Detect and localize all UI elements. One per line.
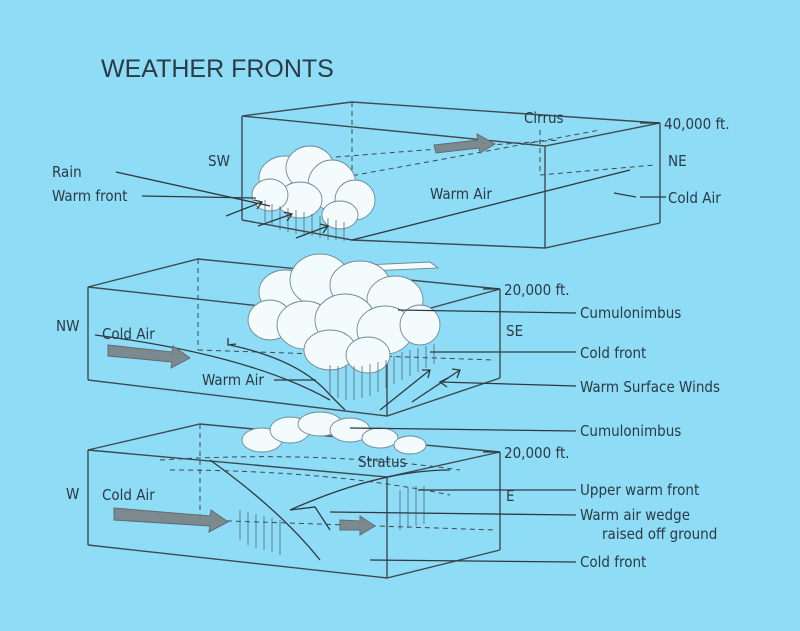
surface-wind-arrows (225, 199, 330, 239)
warm-front-label: Warm front (52, 187, 127, 205)
cirrus-label: Cirrus (524, 109, 564, 127)
direction-e: E (506, 487, 515, 505)
cold-front-label: Cold front (580, 344, 646, 362)
warm-air-arrow-icon (433, 133, 496, 154)
cold-air-label: Cold Air (668, 189, 721, 207)
rain-label: Rain (52, 163, 82, 181)
direction-se: SE (506, 322, 523, 340)
warm-air-label: Warm Air (202, 371, 264, 389)
cumulonimbus-label: Cumulonimbus (580, 422, 681, 440)
stratus-label: Stratus (358, 453, 407, 471)
rain-streaks (239, 486, 425, 555)
rain-streaks (329, 344, 435, 400)
direction-w: W (66, 485, 79, 503)
warm-surface-wind-arrows (379, 368, 461, 411)
warm-front-cloud-icon (251, 145, 376, 230)
warm-air-wedge-arrow-icon (339, 515, 376, 536)
cold-air-label: Cold Air (102, 486, 155, 504)
altitude-label-40000: 40,000 ft. (664, 115, 730, 133)
cold-air-arrow-icon (113, 507, 229, 533)
cumulonimbus-label: Cumulonimbus (580, 304, 681, 322)
cold-air-arrow-icon (107, 344, 191, 369)
cumulonimbus-cloud-icon (247, 253, 441, 374)
warm-air-wedge-label: Warm air wedge (580, 506, 690, 524)
cold-front-panel: NW SE Cold Air Warm Air Cumulonimbus Col… (56, 253, 720, 417)
upper-warm-front-label: Upper warm front (580, 481, 699, 499)
direction-nw: NW (56, 317, 79, 335)
direction-ne: NE (668, 152, 687, 170)
occluded-front-panel: W E Cold Air Stratus Cumulonimbus 20,000… (66, 411, 717, 579)
cold-air-label: Cold Air (102, 325, 155, 343)
warm-air-label: Warm Air (430, 185, 492, 203)
warm-surface-winds-label: Warm Surface Winds (580, 378, 720, 396)
altitude-label-20000: 20,000 ft. (504, 281, 570, 299)
warm-front-box-top (241, 101, 661, 147)
warm-air-wedge-label-line2: raised off ground (602, 525, 717, 543)
direction-sw: SW (208, 152, 230, 170)
warm-front-panel: Rain Warm front SW NE Cirrus Warm Air Co… (52, 101, 730, 249)
occluded-cumulonimbus-cloud-icon (241, 411, 427, 455)
altitude-label-20000: 20,000 ft. (504, 444, 570, 462)
diagram-title: WEATHER FRONTS (101, 55, 334, 83)
cold-front-label: Cold front (580, 553, 646, 571)
